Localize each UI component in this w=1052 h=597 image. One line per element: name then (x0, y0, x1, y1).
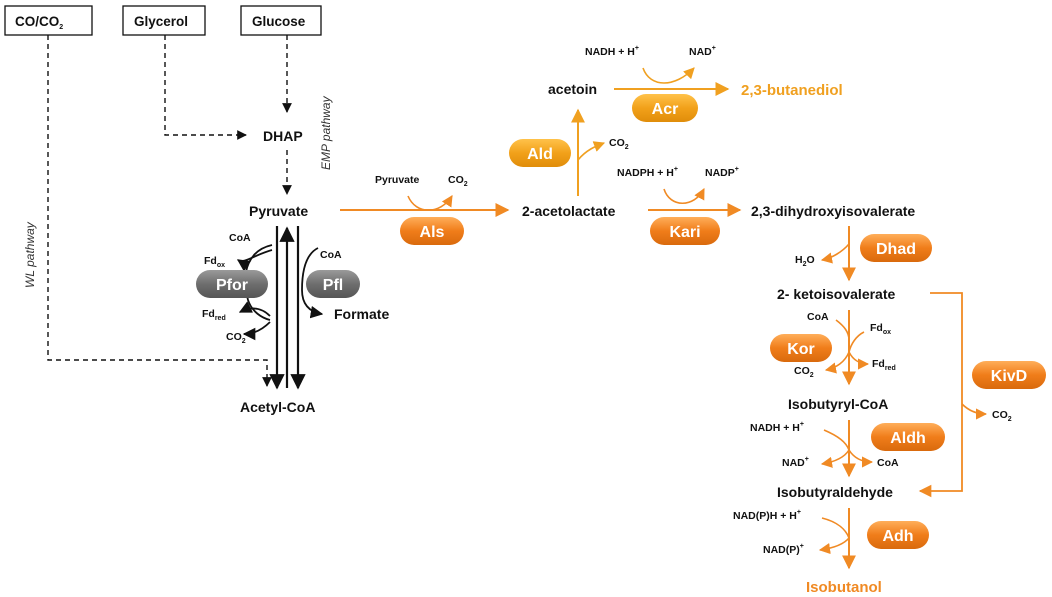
metabolite-dhap: DHAP (263, 128, 303, 144)
acr-nad-label: NAD+ (689, 45, 716, 58)
dhad-h2o-label: H2O (795, 254, 815, 268)
arc-als-cofactors (407, 195, 453, 211)
arc-acr-cofactors (642, 67, 695, 84)
arc-kari-cofactors (663, 188, 705, 204)
svg-text:KivD: KivD (991, 368, 1027, 385)
svg-text:Pfl: Pfl (323, 277, 343, 294)
ald-co2-label: CO2 (609, 137, 629, 151)
wl-pathway-label: WL pathway (23, 221, 37, 288)
svg-text:Ald: Ald (527, 146, 553, 163)
arc-kor-fd-red-out (848, 351, 870, 370)
input-box-glycerol: Glycerol (122, 5, 206, 36)
kor-fd-ox-label: Fdox (870, 322, 891, 336)
emp-pathway-label: EMP pathway (319, 95, 333, 170)
kari-nadph-label: NADPH + H+ (617, 166, 678, 179)
pfor-fd-red-label: Fdred (202, 308, 226, 322)
pfor-co2-label: CO2 (226, 331, 246, 345)
pfor-coa-label: CoA (229, 232, 251, 244)
enzyme-kari: Kari (650, 217, 720, 245)
metabolite-2-acetolactate: 2-acetolactate (522, 203, 616, 219)
arc-ald-co2 (577, 141, 606, 161)
acr-nadh-label: NADH + H+ (585, 45, 639, 58)
product-2-3-butanediol: 2,3-butanediol (741, 82, 843, 99)
svg-text:Pfor: Pfor (216, 277, 248, 294)
dashed-arrow-wl-acetylcoa (47, 35, 272, 387)
svg-text:Glucose: Glucose (252, 14, 306, 29)
svg-text:Aldh: Aldh (890, 430, 926, 447)
metabolite-acetoin: acetoin (548, 81, 597, 97)
aldh-coa-label: CoA (877, 457, 899, 469)
als-pyruvate-label: Pyruvate (375, 174, 420, 186)
kor-co2-label: CO2 (794, 365, 814, 379)
metabolite-acetyl-coa: Acetyl-CoA (240, 399, 315, 415)
enzyme-acr: Acr (632, 94, 698, 122)
aldh-nadh-label: NADH + H+ (750, 421, 804, 434)
enzyme-aldh: Aldh (871, 423, 945, 451)
input-box-glucose: Glucose (240, 5, 322, 36)
arc-dhad-h2o (820, 243, 850, 264)
metabolite-2-3-dihydroxyisovalerate: 2,3-dihydroxyisovalerate (751, 203, 915, 219)
svg-text:CO/CO2: CO/CO2 (15, 14, 63, 31)
kor-coa-label: CoA (807, 311, 829, 323)
enzyme-dhad: Dhad (860, 234, 932, 262)
dashed-arrow-glycerol-dhap (164, 35, 247, 140)
svg-text:Als: Als (420, 224, 445, 241)
enzyme-ald: Ald (509, 139, 571, 167)
arc-pfor-coa (244, 244, 273, 321)
arc-aldh-nad-out (820, 449, 850, 468)
arc-adh-nadph-in (821, 517, 850, 539)
pfl-coa-label: CoA (320, 249, 342, 261)
arc-aldh-coa-out (848, 449, 874, 468)
arc-kor-co2-out (824, 351, 850, 374)
arc-pfor-fd-ox (236, 249, 273, 272)
aldh-nad-label: NAD+ (782, 456, 809, 469)
arc-adh-nadp-out (818, 537, 850, 555)
arc-pfor-co2 (242, 321, 271, 341)
enzyme-pfor: Pfor (196, 270, 268, 298)
svg-text:Adh: Adh (882, 528, 913, 545)
svg-text:Glycerol: Glycerol (134, 14, 188, 29)
enzyme-kivd: KivD (972, 361, 1046, 389)
metabolite-2-ketoisovalerate: 2- ketoisovalerate (777, 286, 895, 302)
kivd-co2-label: CO2 (992, 409, 1012, 423)
kor-fd-red-label: Fdred (872, 358, 896, 372)
metabolite-isobutyraldehyde: Isobutyraldehyde (777, 484, 893, 500)
metabolite-formate: Formate (334, 306, 389, 322)
arc-kor-fd-ox (848, 331, 865, 353)
enzyme-adh: Adh (867, 521, 929, 549)
als-co2-label: CO2 (448, 174, 468, 188)
enzyme-als: Als (400, 217, 464, 245)
metabolite-isobutyryl-coa: Isobutyryl-CoA (788, 396, 888, 412)
product-isobutanol: Isobutanol (806, 579, 882, 596)
adh-nadph-label: NAD(P)H + H+ (733, 509, 801, 522)
svg-text:Kor: Kor (787, 341, 815, 358)
arc-kivd-co2 (961, 403, 988, 420)
svg-text:Kari: Kari (669, 224, 700, 241)
arc-pfl-coa (301, 247, 324, 319)
enzyme-pfl: Pfl (306, 270, 360, 298)
arc-aldh-nadh-in (823, 429, 850, 451)
adh-nadp-label: NAD(P)+ (763, 543, 804, 556)
arc-kor-coa-in (835, 319, 850, 341)
svg-text:Acr: Acr (652, 101, 679, 118)
arc-pfor-fd-red (238, 301, 271, 317)
input-box-co-co2: CO/CO2 (4, 5, 93, 36)
metabolite-pyruvate: Pyruvate (249, 203, 308, 219)
arrow-kivd-bypass (918, 292, 963, 498)
pfor-fd-ox-label: Fdox (204, 255, 225, 269)
enzyme-kor: Kor (770, 334, 832, 362)
svg-text:Dhad: Dhad (876, 241, 916, 258)
kari-nadp-label: NADP+ (705, 166, 739, 179)
